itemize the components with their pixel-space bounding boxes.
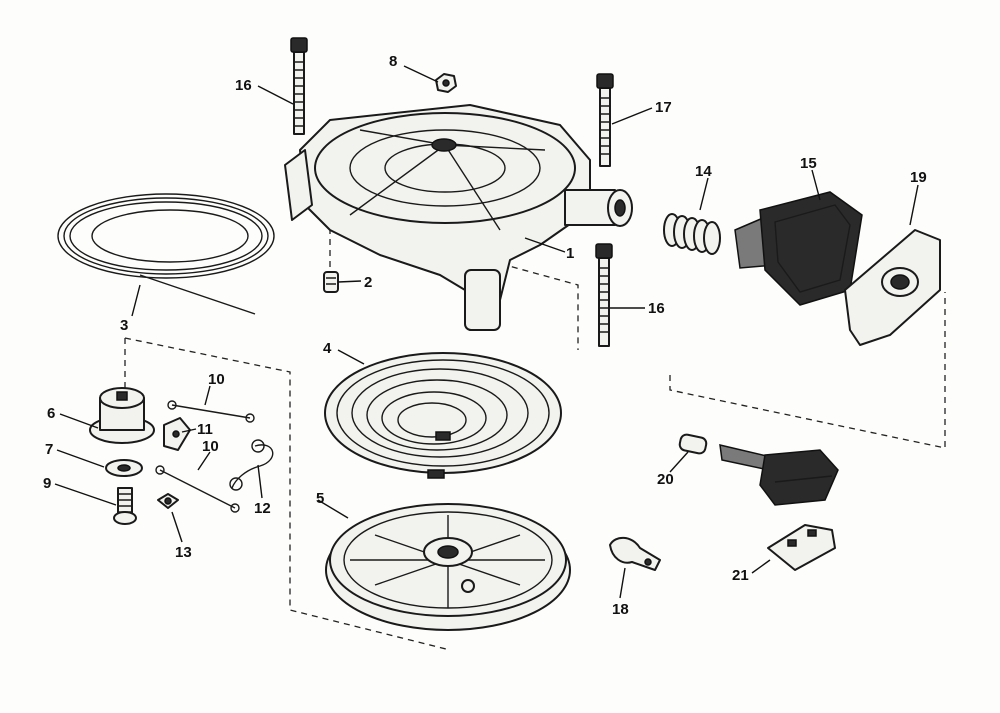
pawl-11	[163, 417, 191, 451]
callout-20: 20	[657, 471, 674, 488]
callout-11: 11	[197, 421, 213, 438]
callout-labels: 16 8 17 14 15 19 1 2 16 3 4 10 6 11 7 10…	[43, 53, 927, 618]
callout-10-upper: 10	[208, 371, 225, 388]
bolt-17	[596, 73, 614, 167]
callout-16-lower: 16	[648, 300, 665, 317]
spring-clip-12	[229, 439, 274, 491]
callout-19: 19	[910, 169, 927, 186]
starter-housing-1	[284, 104, 633, 331]
plate-19	[844, 229, 941, 346]
callout-8: 8	[389, 53, 397, 70]
callout-13: 13	[175, 544, 192, 561]
callout-17: 17	[655, 99, 672, 116]
assembly-guide-lines	[124, 228, 946, 651]
link-spring-10-upper	[167, 400, 255, 423]
callout-5: 5	[316, 490, 324, 507]
clip-18	[609, 536, 661, 571]
spring-14	[663, 213, 721, 255]
callout-3: 3	[120, 317, 128, 334]
bolt-16-lower-right	[595, 243, 613, 347]
pulley-5	[325, 503, 571, 631]
callout-16-upper: 16	[235, 77, 252, 94]
retainer-21	[767, 524, 836, 571]
callout-4: 4	[323, 340, 332, 357]
recoil-spring-4	[324, 352, 562, 479]
link-spring-10-lower	[155, 465, 240, 513]
handle-grip-20	[678, 433, 839, 506]
callout-7: 7	[45, 441, 53, 458]
callout-15: 15	[800, 155, 817, 172]
bolt-16-upper-left	[290, 37, 308, 135]
starter-rope-3	[57, 193, 275, 315]
callout-1: 1	[566, 245, 574, 262]
callout-9: 9	[43, 475, 51, 492]
callout-2: 2	[364, 274, 372, 291]
callout-6: 6	[47, 405, 55, 422]
callout-leaders	[54, 65, 919, 599]
washer-13	[157, 493, 179, 509]
callout-10-lower: 10	[202, 438, 219, 455]
callout-12: 12	[254, 500, 271, 517]
callout-14: 14	[695, 163, 712, 180]
cam-6	[89, 387, 155, 444]
washer-7	[105, 459, 143, 477]
screw-2	[323, 271, 339, 293]
callout-18: 18	[612, 601, 629, 618]
handle-15	[734, 191, 863, 306]
nut-8	[435, 73, 457, 93]
screw-9	[113, 487, 137, 525]
callout-21: 21	[732, 567, 749, 584]
